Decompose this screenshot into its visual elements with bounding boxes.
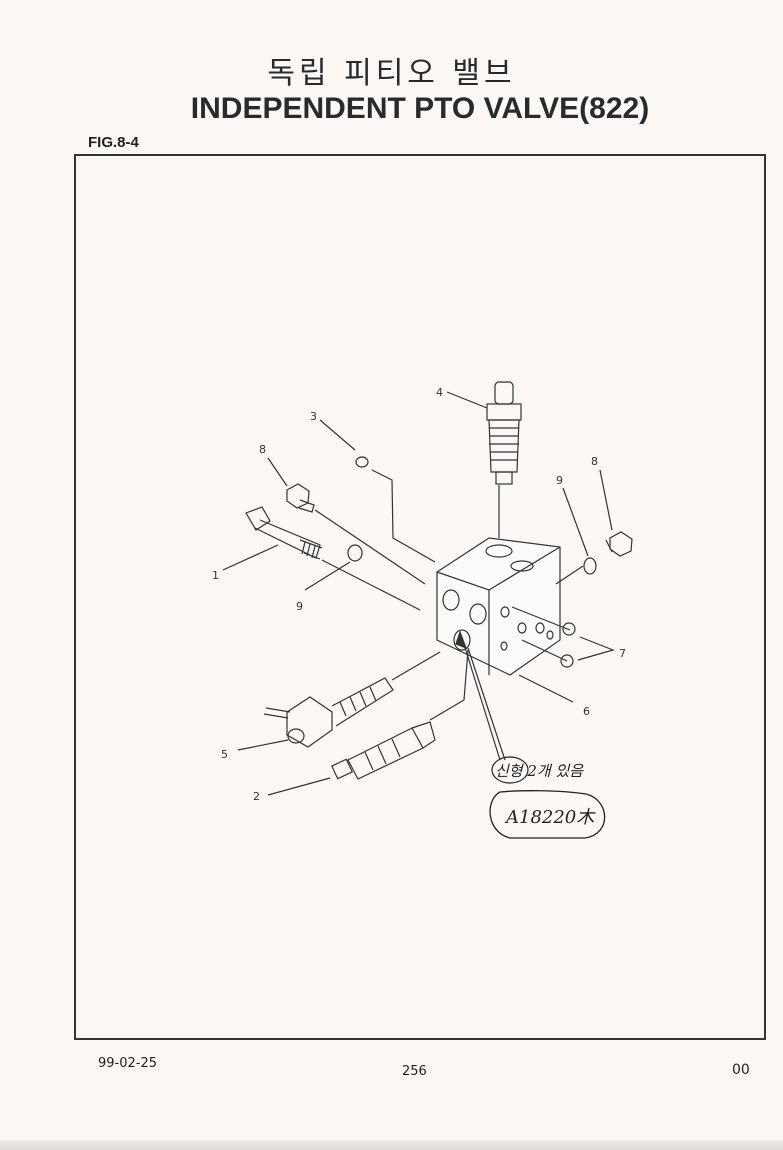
callout-1: 1 xyxy=(212,569,219,582)
solenoid-valve xyxy=(263,677,394,748)
scan-edge xyxy=(0,1140,783,1150)
plug-part-left xyxy=(286,483,315,513)
callout-9-right: 9 xyxy=(556,474,563,487)
cartridge-valve xyxy=(330,721,436,780)
callout-7: 7 xyxy=(619,647,626,660)
callout-2: 2 xyxy=(253,790,260,803)
valve-block xyxy=(436,537,561,676)
o-ring-7a xyxy=(562,622,576,636)
handwritten-note: 신형 2개 있음 A18220木 xyxy=(489,756,606,839)
page-number: 256 xyxy=(402,1064,427,1079)
o-ring-left xyxy=(347,544,363,562)
plug-part-right xyxy=(605,531,633,557)
callout-3: 3 xyxy=(310,410,317,423)
revision-number: 00 xyxy=(732,1062,750,1078)
bolt-part xyxy=(245,506,323,560)
callout-5: 5 xyxy=(221,748,228,761)
handwritten-line-1: 신형 2개 있음 xyxy=(495,762,584,780)
callout-9-left: 9 xyxy=(296,600,303,613)
drawing-frame xyxy=(74,154,766,1040)
footer-date: 99-02-25 xyxy=(98,1056,158,1071)
small-plug xyxy=(355,456,369,468)
callout-6: 6 xyxy=(583,705,590,718)
handwritten-line-2: A18220木 xyxy=(504,807,596,828)
page-title-korean: 독립 피티오 밸브 xyxy=(267,56,516,91)
page-title-english: INDEPENDENT PTO VALVE(822) xyxy=(190,92,650,125)
callout-4: 4 xyxy=(436,386,443,399)
relief-valve-cartridge xyxy=(486,381,522,485)
callout-8-left: 8 xyxy=(259,443,266,456)
o-ring-right xyxy=(583,557,597,575)
o-ring-7b xyxy=(560,654,574,668)
callout-8-right: 8 xyxy=(591,455,598,468)
figure-label: FIG.8-4 xyxy=(88,134,139,151)
